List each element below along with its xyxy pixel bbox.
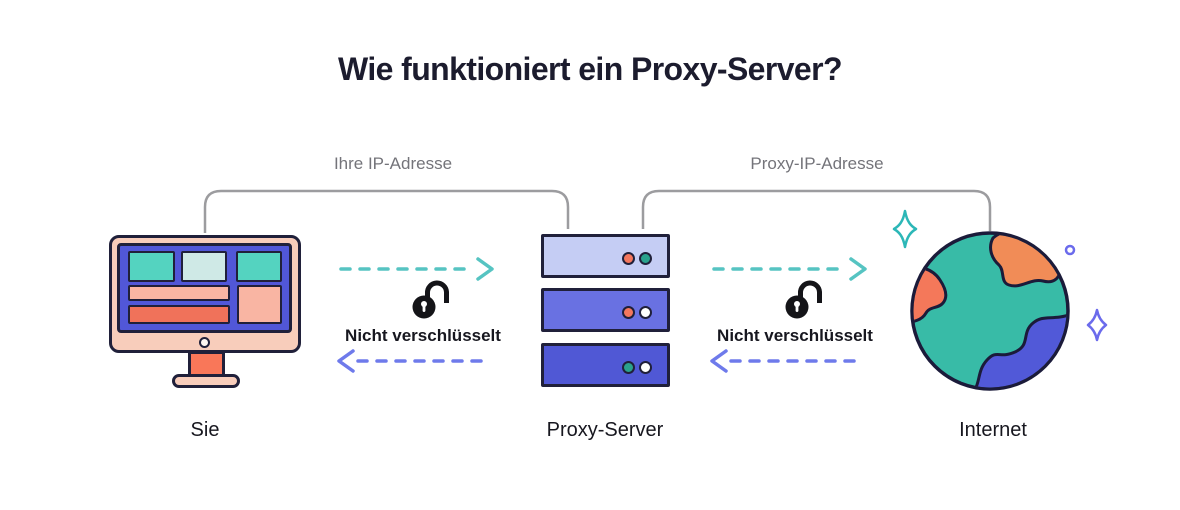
client-proxy-status: Nicht verschlüsselt (345, 326, 501, 345)
screen-tile (237, 285, 282, 324)
monitor-screen (117, 243, 292, 333)
proxy-ip-bracket-line (641, 189, 992, 231)
sparkle-icon (1086, 308, 1108, 342)
proxy-ip-address-label: Proxy-IP-Adresse (750, 154, 884, 173)
proxy-server-unit (541, 288, 670, 332)
sparkle-icon (892, 209, 918, 249)
internet-label: Internet (959, 419, 1027, 441)
client-label: Sie (190, 419, 220, 441)
screen-bar (128, 305, 230, 324)
screen-tile (236, 251, 282, 282)
open-padlock-icon (785, 280, 822, 319)
proxy-server-unit (541, 234, 670, 278)
dashed-arrow-right-icon (339, 257, 494, 281)
globe-land-salmon (913, 265, 948, 324)
server-led (639, 252, 652, 265)
screen-tile (181, 251, 227, 282)
dashed-arrow-left-icon (337, 349, 493, 373)
server-led (622, 361, 635, 374)
open-padlock-icon (412, 280, 449, 319)
client-computer-icon (109, 235, 301, 353)
page-title: Wie funktioniert ein Proxy-Server? (338, 51, 842, 87)
proxy-server-label: Proxy-Server (546, 419, 664, 441)
globe-icon (910, 231, 1070, 391)
screen-tile (128, 251, 175, 282)
your-ip-bracket-line (203, 189, 570, 233)
dashed-arrow-right-icon (712, 257, 867, 281)
monitor-stand-base (172, 374, 240, 388)
proxy-server-unit (541, 343, 670, 387)
server-led (639, 361, 652, 374)
screen-bar (128, 285, 230, 301)
your-ip-address-label: Ihre IP-Adresse (333, 154, 453, 173)
monitor-camera-dot (199, 337, 210, 348)
dashed-arrow-left-icon (710, 349, 866, 373)
server-led (639, 306, 652, 319)
proxy-internet-status: Nicht verschlüsselt (717, 326, 873, 345)
server-led (622, 252, 635, 265)
dot-circle-icon (1064, 244, 1076, 256)
server-led (622, 306, 635, 319)
